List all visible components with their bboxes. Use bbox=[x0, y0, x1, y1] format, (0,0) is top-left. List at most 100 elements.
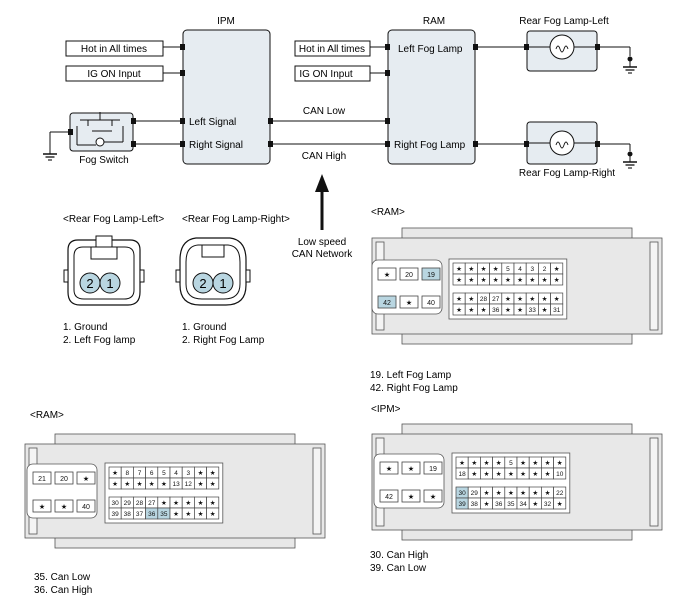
ram_connector_bottom-pin-label-3-2: 37 bbox=[136, 511, 144, 518]
ram_connector_top-pin-label-2-7: ★ bbox=[542, 296, 548, 303]
ipm_connector-pin-label-2-3: ★ bbox=[496, 490, 502, 497]
ram-ig-on-input-label: IG ON Input bbox=[299, 69, 353, 80]
ram_connector_top-pin-label-0-6: 3 bbox=[530, 266, 534, 273]
ram_connector_bottom-pin-label-2-7: ★ bbox=[198, 500, 204, 507]
ram_connector_bottom-small-pin-label-2: ★ bbox=[83, 475, 89, 483]
ipm_connector-pin-label-3-8: ★ bbox=[557, 501, 563, 508]
ram_connector_bottom-pin-label-0-8: ★ bbox=[210, 470, 216, 477]
left-lamp-note-1: 1. Ground bbox=[63, 322, 107, 333]
ipm_connector-pin-label-0-5: ★ bbox=[520, 460, 526, 467]
ram_connector_bottom-pin-label-0-4: 5 bbox=[162, 470, 166, 477]
ram_connector_top-latch-right bbox=[649, 241, 659, 331]
ram_connector_top-pin-label-3-6: 33 bbox=[529, 307, 537, 314]
ipm_connector-small-pin-label-4: ★ bbox=[408, 493, 414, 501]
ipm_connector-pin-3-8 bbox=[553, 497, 567, 510]
ram-module bbox=[387, 29, 476, 165]
ram_connector_bottom-pin-label-3-6: ★ bbox=[185, 511, 191, 518]
ram_connector_bottom-pin-label-0-2: 7 bbox=[138, 470, 142, 477]
ram_connector_bottom-pin-label-0-5: 4 bbox=[174, 470, 178, 477]
ram_connector_top-pin-label-1-3: ★ bbox=[493, 277, 499, 284]
ram_connector_top-pin-label-3-1: ★ bbox=[468, 307, 474, 314]
rear-fog-right-bulb-icon bbox=[549, 130, 575, 156]
right-lamp-note-2: 2. Right Fog Lamp bbox=[182, 335, 265, 346]
ipm_connector-pin-label-2-1: 29 bbox=[471, 490, 479, 497]
rear-fog-left-connector-face: 2 1 bbox=[63, 235, 145, 306]
fog-switch-lamp-icon bbox=[95, 137, 105, 147]
ipm_connector-pin-label-0-4: 5 bbox=[509, 460, 513, 467]
ram_connector_bottom-pin-label-3-7: ★ bbox=[198, 511, 204, 518]
ram_connector_bottom-pin-label-0-1: 8 bbox=[125, 470, 129, 477]
ipm_connector-small-pin-label-0: ★ bbox=[386, 465, 392, 473]
ram_connector_bottom-small-pin-4 bbox=[54, 499, 74, 513]
ram-top-note-2: 42. Right Fog Lamp bbox=[370, 383, 458, 394]
ram_connector_top-pin-label-2-2: 28 bbox=[480, 296, 488, 303]
ipm_connector-pin-label-3-2: ★ bbox=[484, 501, 490, 508]
ram_connector_top-small-pin-3 bbox=[377, 295, 397, 309]
lamp-connector-section: <Rear Fog Lamp-Left> <Rear Fog Lamp-Righ… bbox=[63, 214, 290, 346]
ipm_connector-pin-label-0-0: ★ bbox=[459, 460, 465, 467]
ipm_connector-pin-label-3-7: 32 bbox=[544, 501, 552, 508]
ram_connector_top-pin-label-3-2: ★ bbox=[481, 307, 487, 314]
ram_connector_bottom-small-pin-0 bbox=[32, 471, 52, 485]
ram_connector_bottom-pin-label-1-1: ★ bbox=[124, 481, 130, 488]
right-lamp-note-1: 1. Ground bbox=[182, 322, 226, 333]
ram-bottom-note-2: 36. Can High bbox=[34, 585, 92, 596]
ram_connector_bottom-small-pin-label-3: ★ bbox=[39, 503, 45, 511]
left-connector-pin-2: 2 bbox=[86, 276, 93, 291]
ipm_connector-pin-label-1-1: ★ bbox=[471, 471, 477, 478]
ipm_connector-pin-label-3-1: 38 bbox=[471, 501, 479, 508]
ipm_connector-pin-label-0-2: ★ bbox=[484, 460, 490, 467]
network-label-line2: CAN Network bbox=[292, 249, 354, 260]
ram_connector_top-pin-label-1-5: ★ bbox=[517, 277, 523, 284]
ipm-title: IPM bbox=[217, 16, 235, 27]
ram_connector_bottom-pin-label-2-3: 27 bbox=[148, 500, 156, 507]
ram_connector_top-pin-label-1-6: ★ bbox=[529, 277, 535, 284]
ram-top-connector-title: <RAM> bbox=[371, 207, 405, 218]
ram_connector_top-pin-label-2-5: ★ bbox=[517, 296, 523, 303]
ipm_connector-pin-label-2-8: 22 bbox=[556, 490, 564, 497]
ram_connector_bottom-pin-label-1-7: ★ bbox=[198, 481, 204, 488]
can-high-label: CAN High bbox=[302, 151, 346, 162]
ram_connector_bottom-pin-label-1-8: ★ bbox=[210, 481, 216, 488]
ram_connector_top-pin-label-2-8: ★ bbox=[554, 296, 560, 303]
ram_connector_top-pin-label-0-3: ★ bbox=[493, 266, 499, 273]
ram_connector_top-pin-label-0-7: 2 bbox=[543, 266, 547, 273]
ipm_connector-pin-label-1-5: ★ bbox=[520, 471, 526, 478]
ipm_connector-small-pin-5 bbox=[423, 489, 443, 503]
ram_connector_bottom-small-pin-label-1: 20 bbox=[60, 476, 68, 483]
ram_connector_top-small-pin-2 bbox=[421, 267, 441, 281]
ram_connector_bottom-small-pin-label-0: 21 bbox=[38, 476, 46, 483]
ipm_connector-pin-label-1-2: ★ bbox=[484, 471, 490, 478]
ram_connector_top-pin-label-1-2: ★ bbox=[481, 277, 487, 284]
ipm_connector-pin-label-2-7: ★ bbox=[545, 490, 551, 497]
ram_connector_top-pin-label-0-4: 5 bbox=[506, 266, 510, 273]
ram_connector_top-pin-label-2-3: 27 bbox=[492, 296, 500, 303]
ram_connector_top-small-pin-label-4: ★ bbox=[406, 299, 412, 307]
ipm_connector-small-pin-3 bbox=[379, 489, 399, 503]
rear-fog-right-ground-icon bbox=[622, 155, 638, 169]
ram_connector_bottom-pin-label-2-0: 30 bbox=[111, 500, 119, 507]
ram_connector_bottom-pin-label-0-6: 3 bbox=[186, 470, 190, 477]
ig-on-input-label: IG ON Input bbox=[87, 69, 141, 80]
right-signal-label: Right Signal bbox=[189, 140, 243, 151]
ram_connector_bottom-pin-1-8 bbox=[206, 477, 220, 490]
ram-hot-in-all-times-label: Hot in All times bbox=[299, 44, 365, 55]
ram_connector_bottom-small-pin-1 bbox=[54, 471, 74, 485]
ram_connector_bottom-pin-label-2-5: ★ bbox=[173, 500, 179, 507]
rear-fog-right-label: Rear Fog Lamp-Right bbox=[519, 168, 615, 179]
ram_connector_bottom-small-pin-2 bbox=[76, 471, 96, 485]
ipm_connector-pin-label-1-8: 10 bbox=[556, 471, 564, 478]
ipm_connector-pin-label-0-8: ★ bbox=[557, 460, 563, 467]
ram_connector_top-pin-label-1-4: ★ bbox=[505, 277, 511, 284]
ram_connector_bottom-small-pin-label-5: 40 bbox=[82, 504, 90, 511]
ram_connector_top-small-pin-1 bbox=[399, 267, 419, 281]
ipm_connector-pin-label-3-4: 35 bbox=[507, 501, 515, 508]
ram_connector_top-pin-label-0-8: ★ bbox=[554, 266, 560, 273]
ram_connector_top-small-pin-label-1: 20 bbox=[405, 272, 413, 279]
ram-bottom-note-1: 35. Can Low bbox=[34, 572, 91, 583]
right-connector-pin-2: 2 bbox=[199, 276, 206, 291]
ram_connector_top-small-pin-label-3: 42 bbox=[383, 300, 391, 307]
ipm_connector-small-pin-4 bbox=[401, 489, 421, 503]
